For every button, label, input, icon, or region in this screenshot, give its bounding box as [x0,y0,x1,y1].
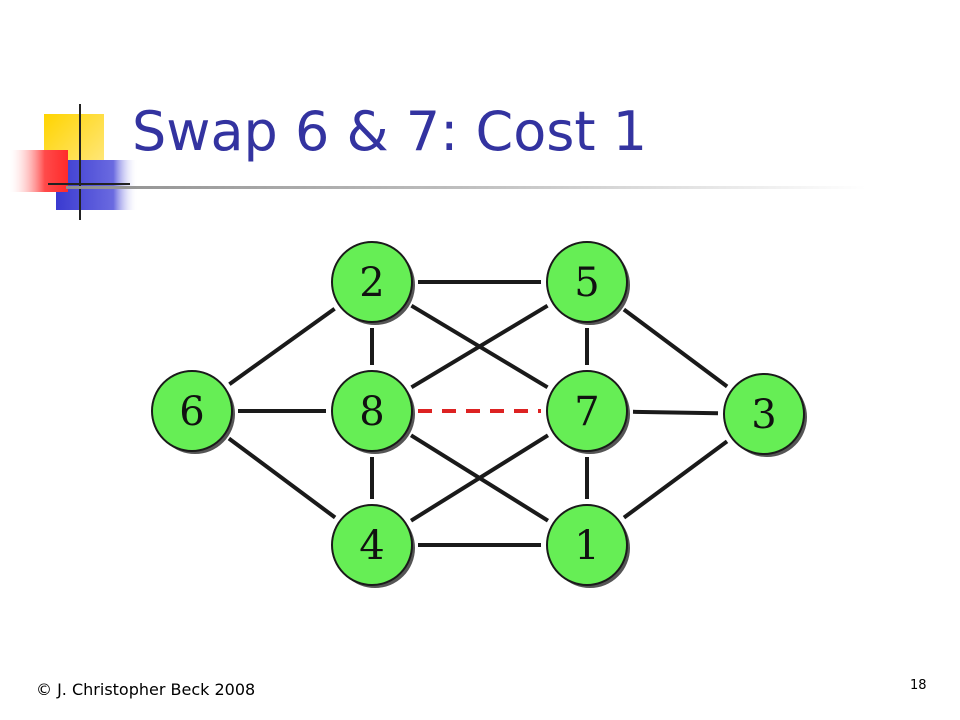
node-circle [723,373,805,455]
node-label: 3 [751,392,776,438]
edge-7-3 [632,409,719,416]
node-5: 5 [546,241,630,325]
node-circle [331,370,413,452]
edge-1-3 [622,439,729,520]
edge-8-5 [410,303,549,390]
edge-6-2 [228,307,336,386]
node-label: 8 [359,389,384,435]
node-4: 4 [331,504,415,588]
node-2: 2 [331,241,415,325]
edge-5-3 [622,307,729,389]
slide-title: Swap 6 & 7: Cost 1 [132,100,648,163]
slide-logo-decoration [10,104,138,220]
node-circle [546,504,628,586]
edge-4-7 [409,433,550,523]
copyright-footer: © J. Christopher Beck 2008 [36,680,256,699]
node-6: 6 [151,370,235,454]
node-1: 1 [546,504,630,588]
node-circle [546,370,628,452]
node-8: 8 [331,370,415,454]
edge-6-4 [227,436,337,520]
edges-layer [227,280,729,547]
nodes-layer: 2 5 6 8 7 3 4 1 [151,241,807,588]
title-underline [66,186,866,189]
node-label: 4 [359,523,384,569]
node-label: 7 [574,389,599,435]
page-number: 18 [910,678,927,693]
node-circle [546,241,628,323]
node-circle [151,370,233,452]
node-label: 1 [574,523,599,569]
node-circle [331,504,413,586]
node-3: 3 [723,373,807,457]
node-label: 2 [359,260,384,306]
node-label: 5 [574,260,599,306]
node-label: 6 [179,389,204,435]
node-circle [331,241,413,323]
node-7: 7 [546,370,630,454]
